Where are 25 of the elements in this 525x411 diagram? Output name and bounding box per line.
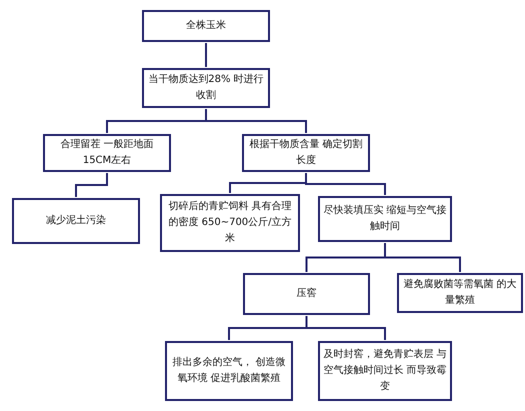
box-text: 当干物质达到28% 时进行收割 xyxy=(147,72,265,103)
process-box xyxy=(160,194,300,252)
box-text: 及时封窖，避免青贮表层 与空气接触时间过长 而导致霉变 xyxy=(322,348,448,394)
process-box xyxy=(242,134,370,172)
box-text: 合理留茬 一般距地面15CM左右 xyxy=(59,138,155,168)
box-text: 排出多余的空气， 创造微氧环境 促进乳酸菌繁殖 xyxy=(171,356,287,386)
box-text: 全株玉米 xyxy=(185,18,227,33)
process-box xyxy=(243,273,370,315)
box-text: 压窖 xyxy=(296,286,318,301)
process-box xyxy=(142,10,270,42)
connector-line xyxy=(306,316,386,340)
connector-line xyxy=(205,109,307,133)
process-box xyxy=(318,196,452,242)
process-box xyxy=(12,198,140,244)
process-box xyxy=(318,341,452,401)
box-text: 尽快装填压实 缩短与空气接触时间 xyxy=(322,204,448,234)
connector-line xyxy=(75,173,108,197)
box-text: 根据干物质含量 确定切割长度 xyxy=(248,138,364,168)
process-box xyxy=(43,134,171,172)
box-text: 避免腐败菌等需氧菌 的大量繁殖 xyxy=(402,278,518,308)
process-box xyxy=(165,341,293,401)
box-text: 切碎后的青贮饲料 具有合理的密度 650~700公斤/立方米 xyxy=(167,200,293,246)
connector-line xyxy=(205,43,207,67)
box-text: 减少泥土污染 xyxy=(45,214,107,228)
connector-line xyxy=(305,173,386,195)
